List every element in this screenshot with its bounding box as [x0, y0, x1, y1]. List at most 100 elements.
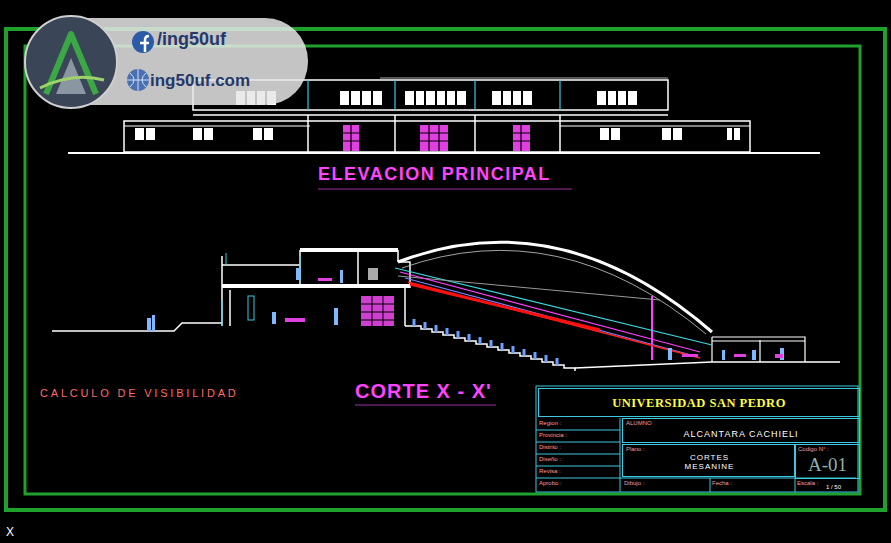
- field-label: Distrito :: [539, 444, 561, 451]
- furniture: [734, 354, 746, 357]
- institution-name: UNIVERSIDAD SAN PEDRO: [539, 396, 859, 410]
- watermark-logo: [25, 16, 117, 108]
- furniture: [368, 268, 378, 280]
- section-building: [222, 284, 410, 288]
- elevation-outline: [380, 78, 668, 79]
- section-building: [300, 248, 398, 252]
- person-figure: [296, 268, 300, 280]
- sheet-name-box: Plano : CORTES MESANINE: [622, 444, 795, 477]
- note-text: CALCULO DE VISIBILIDAD: [40, 387, 239, 400]
- title-underline: [355, 405, 496, 406]
- furniture: [682, 354, 698, 357]
- door: [420, 125, 448, 151]
- field-label: Region :: [539, 420, 561, 427]
- watermark-logo: [40, 77, 104, 88]
- person-figure: [668, 348, 672, 360]
- seated-spectator: [414, 319, 557, 365]
- view-title: CORTE X - X': [355, 380, 492, 403]
- field-label: Escala :: [797, 480, 818, 487]
- social-icon: [132, 31, 154, 53]
- section-door-panel: [361, 296, 394, 326]
- student-box: ALUMNO ALCANTARA CACHIELI: [622, 418, 860, 443]
- watermark-text: /ing50uf: [157, 29, 226, 50]
- stepped-seating: [405, 326, 575, 371]
- section-detail-line: [226, 253, 227, 265]
- person-figure: [147, 318, 151, 331]
- sight-line: [400, 272, 700, 352]
- person-figure: [722, 350, 725, 360]
- sheet-code-box: Codigo N° :A-01: [795, 444, 860, 479]
- section-door-panel: [361, 296, 394, 326]
- person-figure: [152, 315, 155, 331]
- watermark-text: ing50uf.com: [150, 71, 250, 91]
- elevation-outline: [124, 126, 310, 127]
- social-icon: [127, 69, 149, 91]
- elevation-outline: [474, 115, 476, 152]
- ucs-axis-label: X: [6, 526, 14, 540]
- section-building: [222, 250, 805, 362]
- field-label: Dibujo :: [624, 480, 644, 487]
- title-block-grid: [536, 386, 858, 492]
- roof-column: [651, 296, 653, 360]
- person-figure: [334, 308, 338, 325]
- furniture: [285, 318, 305, 322]
- field-label: Aprobo :: [539, 480, 562, 487]
- elevation-outline: [560, 126, 750, 127]
- person-figure: [340, 270, 343, 283]
- watermark-logo: [46, 34, 96, 94]
- section-door: [361, 296, 394, 326]
- sheet-code: A-01: [796, 454, 859, 476]
- field-label: Fecha :: [712, 480, 732, 487]
- door-panel-line: [343, 125, 530, 151]
- elevation-divider: [307, 80, 308, 110]
- student-name: ALCANTARA CACHIELI: [623, 429, 859, 439]
- sight-line: [405, 278, 695, 356]
- person-figure: [272, 312, 276, 324]
- sight-line: [408, 282, 700, 358]
- person-figure: [248, 296, 254, 320]
- door: [343, 125, 530, 151]
- elevation-outline: [394, 115, 396, 152]
- social-icon: [127, 31, 154, 91]
- person-figure: [147, 268, 784, 360]
- view-title: ELEVACION PRINCIPAL: [318, 164, 551, 185]
- watermark-logo: [25, 16, 117, 108]
- title-underline: [318, 189, 572, 190]
- elevation-outline: [124, 121, 750, 152]
- elevation-divider: [474, 80, 475, 110]
- section-detail-line: [222, 300, 223, 326]
- field-label: ALUMNO: [626, 420, 652, 427]
- section-detail-line: [222, 253, 300, 326]
- social-icon: [127, 69, 149, 91]
- field-label: Provincia :: [539, 432, 567, 439]
- stepped-seating: [405, 326, 575, 371]
- seated-spectator: [414, 319, 557, 365]
- section-door: [361, 296, 394, 326]
- field-label: Plano :: [626, 446, 645, 453]
- sight-line: [395, 268, 712, 345]
- institution-box: UNIVERSIDAD SAN PEDRO: [538, 388, 860, 417]
- elevation-outline: [559, 115, 561, 152]
- field-label: Diseño :: [539, 456, 561, 463]
- person-figure: [752, 350, 756, 360]
- section-building: [712, 337, 805, 362]
- roof-column: [651, 296, 653, 360]
- elevation-outline: [307, 115, 309, 152]
- sheet-name: CORTES MESANINE: [673, 453, 746, 471]
- field-label: Codigo N° :: [798, 446, 829, 453]
- title-block-grid: [536, 386, 858, 492]
- section-building: [222, 250, 410, 326]
- terrain-line: [575, 362, 840, 368]
- furniture: [285, 268, 783, 358]
- field-label: Revisa :: [539, 468, 561, 475]
- terrain-line: [52, 323, 222, 331]
- door-panel-line: [343, 125, 530, 151]
- title-underline: [318, 189, 572, 405]
- furniture: [318, 278, 332, 281]
- roof-arch: [398, 242, 712, 334]
- scale-value: 1 / 50: [826, 484, 841, 491]
- watermark-badge: /ing50uf ing50uf.com: [30, 18, 308, 105]
- elevation-divider: [394, 80, 395, 110]
- elevation-outline: [193, 114, 668, 116]
